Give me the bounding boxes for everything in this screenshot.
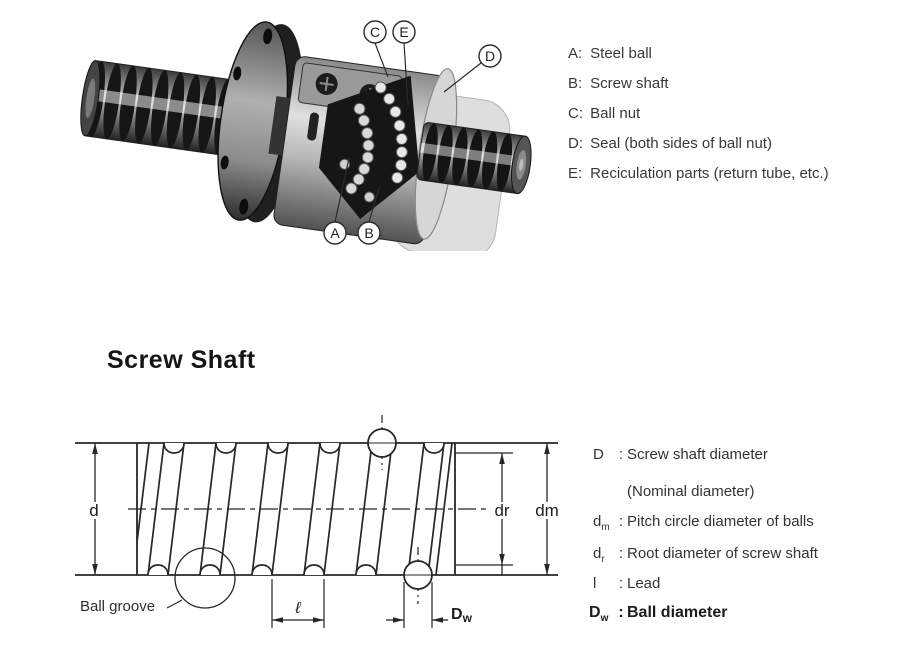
dimension-d: d bbox=[85, 443, 103, 575]
part-label: Steel ball bbox=[590, 45, 652, 62]
top-ball bbox=[365, 415, 399, 470]
parts-legend-item-c: C: Ball nut bbox=[568, 104, 829, 134]
svg-text:Dw: Dw bbox=[451, 606, 473, 625]
separator: : bbox=[618, 545, 624, 562]
callout-c-letter: C bbox=[370, 24, 380, 40]
part-key: D: bbox=[568, 135, 583, 152]
symbol: l bbox=[593, 575, 597, 592]
dimension-lead-label: ℓ bbox=[294, 600, 301, 617]
dimension-dw-label: D bbox=[451, 606, 463, 623]
callout-leader-lines bbox=[334, 42, 482, 223]
separator: : bbox=[618, 575, 624, 592]
left-threaded-shaft bbox=[80, 60, 240, 156]
callout-b-letter: B bbox=[364, 225, 373, 241]
symbol-row-l: l:Lead bbox=[585, 575, 660, 599]
part-key: B: bbox=[568, 75, 583, 92]
symbol: D bbox=[593, 446, 604, 463]
ballscrew-assembly-illustration bbox=[80, 21, 532, 251]
symbol-desc: Pitch circle diameter of balls bbox=[627, 513, 814, 530]
dimension-dr-label: dr bbox=[494, 501, 509, 520]
symbol-row-D: D:Screw shaft diameter bbox=[585, 446, 768, 470]
separator: : bbox=[618, 513, 624, 530]
callout-c: C bbox=[363, 20, 387, 44]
symbol-row-D-note: (Nominal diameter) bbox=[585, 483, 755, 501]
symbol-desc: Root diameter of screw shaft bbox=[627, 545, 818, 562]
ball-groove-callout: Ball groove bbox=[80, 547, 236, 615]
callout-e: E bbox=[392, 20, 416, 44]
dimension-d-label: d bbox=[89, 501, 98, 520]
symbol-desc-2: (Nominal diameter) bbox=[627, 483, 755, 500]
right-threaded-shaft bbox=[416, 122, 532, 195]
symbol-row-dw: Dw:Ball diameter bbox=[585, 604, 727, 628]
part-label: Reciculation parts (return tube, etc.) bbox=[590, 165, 829, 182]
parts-legend: A: Steel ball B: Screw shaft C: Ball nut… bbox=[568, 44, 829, 194]
part-label: Screw shaft bbox=[590, 75, 669, 92]
parts-legend-item-e: E: Reciculation parts (return tube, etc.… bbox=[568, 164, 829, 194]
callout-b: B bbox=[357, 221, 381, 245]
callout-d-letter: D bbox=[485, 48, 495, 64]
part-key: C: bbox=[568, 105, 583, 122]
symbol-desc: Ball diameter bbox=[627, 604, 728, 621]
bottom-ball-grooves bbox=[147, 564, 429, 576]
part-label: Seal (both sides of ball nut) bbox=[590, 135, 772, 152]
part-key: E: bbox=[568, 165, 583, 182]
symbol-row-dr: dr:Root diameter of screw shaft bbox=[585, 545, 818, 569]
screw-shaft-drawing: d dr dm ℓ bbox=[75, 415, 561, 628]
symbol-desc: Lead bbox=[627, 575, 661, 592]
dimension-dm: dm bbox=[533, 443, 561, 575]
bottom-ball bbox=[400, 547, 436, 604]
top-ball-grooves bbox=[163, 442, 445, 454]
dimension-dr: dr bbox=[455, 452, 514, 575]
ballscrew-photo: C E D A B bbox=[80, 20, 532, 251]
callout-a: A bbox=[323, 221, 347, 245]
callout-d: D bbox=[478, 44, 502, 68]
section-title: Screw Shaft bbox=[107, 346, 256, 374]
symbol-desc: Screw shaft diameter bbox=[627, 446, 768, 463]
symbol: dr bbox=[593, 545, 605, 565]
parts-legend-item-a: A: Steel ball bbox=[568, 44, 829, 74]
symbol: Dw bbox=[589, 604, 609, 625]
parts-legend-item-b: B: Screw shaft bbox=[568, 74, 829, 104]
parts-legend-item-d: D: Seal (both sides of ball nut) bbox=[568, 134, 829, 164]
separator: : bbox=[618, 446, 624, 463]
dimension-dm-label: dm bbox=[535, 501, 559, 520]
callout-e-letter: E bbox=[399, 24, 408, 40]
ball-groove-label: Ball groove bbox=[80, 598, 155, 615]
dimension-dw: Dw bbox=[386, 582, 473, 628]
dimension-dw-sub: w bbox=[462, 611, 473, 625]
callout-a-letter: A bbox=[330, 225, 340, 241]
part-key: A: bbox=[568, 45, 583, 62]
symbol-row-dm: dm:Pitch circle diameter of balls bbox=[585, 513, 814, 537]
part-label: Ball nut bbox=[590, 105, 641, 122]
separator: : bbox=[618, 604, 624, 621]
dimension-lead: ℓ bbox=[271, 579, 325, 628]
symbol: dm bbox=[593, 513, 610, 533]
